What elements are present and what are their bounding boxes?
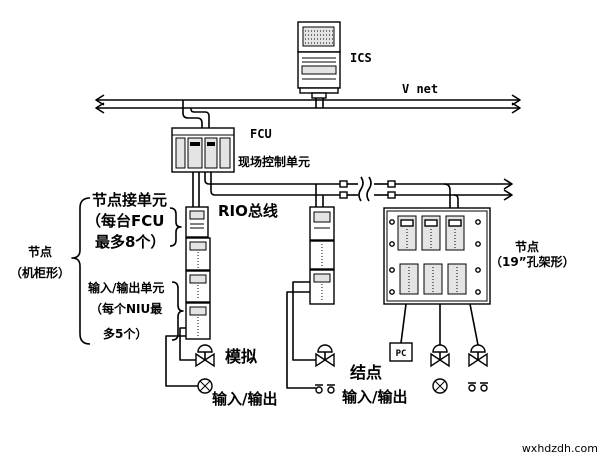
fcu-label: FCU — [250, 127, 272, 141]
fcu-cabinet — [171, 127, 235, 173]
analog-label: 模拟 — [225, 347, 257, 366]
middle-node — [309, 206, 335, 305]
bus-break-mark — [358, 176, 364, 202]
pc-box: PC — [389, 342, 413, 362]
rack-node — [383, 207, 491, 305]
middle-node-field-wiring — [286, 281, 316, 389]
niu-brace — [169, 207, 182, 247]
screw-icon — [389, 241, 395, 247]
cabinet-node-brace — [71, 197, 91, 345]
circle-x-icon — [432, 378, 448, 394]
cabinet-node-field-wiring — [165, 327, 198, 387]
rack-node-label: 节点 — [515, 239, 539, 254]
cabinet-node — [185, 206, 211, 340]
valve-icon — [315, 344, 335, 368]
middle-io-label: 输入/输出 — [342, 388, 407, 406]
screw-icon — [389, 219, 395, 225]
io-unit-brace — [171, 281, 184, 341]
screw-icon — [389, 267, 395, 273]
rack-node-type: （19”孔架形） — [490, 254, 575, 269]
screw-icon — [475, 289, 481, 295]
io-unit-label: 输入/输出单元 — [88, 280, 164, 295]
fcu-description: 现场控制单元 — [238, 154, 310, 169]
io-note-line1: （每个NIU最 — [90, 301, 163, 316]
screw-icon — [475, 267, 481, 273]
io-note-line2: 多5个） — [103, 326, 147, 341]
vnet-label: V net — [402, 82, 438, 96]
rio-bus-label: RIO总线 — [218, 202, 278, 220]
niu-note-line1: （每台FCU — [86, 212, 164, 230]
pc-label: PC — [396, 349, 407, 359]
valve-icon — [468, 344, 488, 368]
screw-icon — [475, 219, 481, 225]
ics-workstation — [297, 21, 341, 108]
screw-icon — [389, 289, 395, 295]
cabinet-node-label: 节点 — [28, 244, 52, 259]
niu-note-line2: 最多8个） — [95, 233, 165, 251]
ics-label: ICS — [350, 51, 372, 65]
fcu-vnet-link — [182, 100, 210, 128]
rack-node-field-wiring — [400, 303, 479, 346]
cabinet-node-type: （机柜形） — [10, 265, 70, 280]
valve-icon — [195, 344, 215, 368]
fcu-node-link — [192, 172, 200, 207]
circle-x-icon — [197, 378, 213, 394]
valve-icon — [430, 344, 450, 368]
rio-bus — [204, 172, 513, 216]
v-net-bus — [95, 94, 521, 114]
niu-label: 节点接单元 — [92, 191, 167, 209]
screw-icon — [475, 241, 481, 247]
contact-label: 结点 — [349, 363, 382, 382]
contact-icon — [315, 384, 335, 394]
contact-icon — [468, 382, 488, 392]
cabinet-io-label: 输入/输出 — [212, 390, 277, 408]
watermark: wxhdzdh.com — [522, 442, 598, 455]
